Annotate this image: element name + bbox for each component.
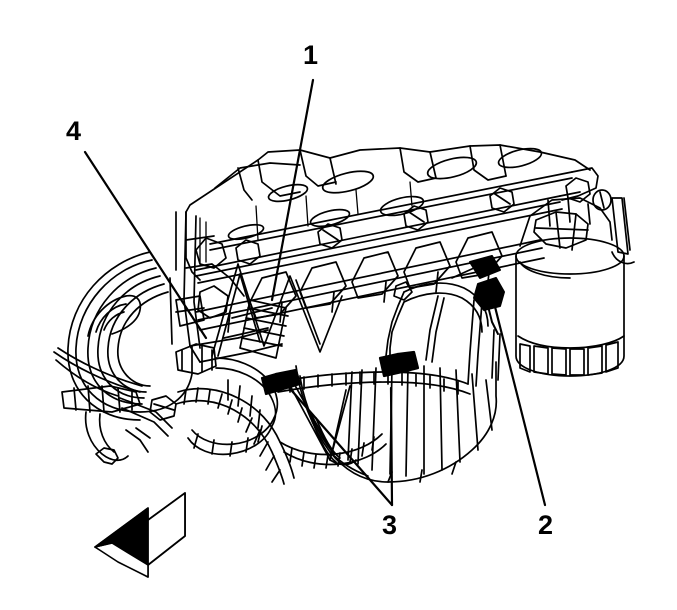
- leader-line-3a: [283, 381, 394, 507]
- serpentine-belt-pulley: [53, 251, 205, 421]
- engine-body-group: [53, 144, 635, 485]
- leader-line-2: [487, 281, 547, 507]
- callout-label-1: 1: [303, 40, 319, 70]
- callout-leader-lines: [83, 78, 547, 507]
- callout-label-4: 4: [66, 116, 82, 146]
- spark-plug-wire-bundle: [61, 385, 177, 465]
- valve-cover-assembly: [185, 144, 591, 281]
- callout-label-2: 2: [538, 510, 554, 540]
- fuel-rail-and-injectors: [195, 167, 599, 284]
- vehicle-front-direction-arrow: [94, 492, 186, 578]
- leader-line-4: [83, 150, 208, 340]
- corrugated-sleeve-center: [239, 299, 289, 359]
- rear-tubes: [425, 295, 501, 387]
- oil-filter-canister: [515, 189, 635, 377]
- callout-label-3: 3: [382, 510, 398, 540]
- leader-line-1: [270, 78, 315, 302]
- leader-line-3b: [389, 386, 394, 507]
- upper-detail-lines: [199, 181, 413, 265]
